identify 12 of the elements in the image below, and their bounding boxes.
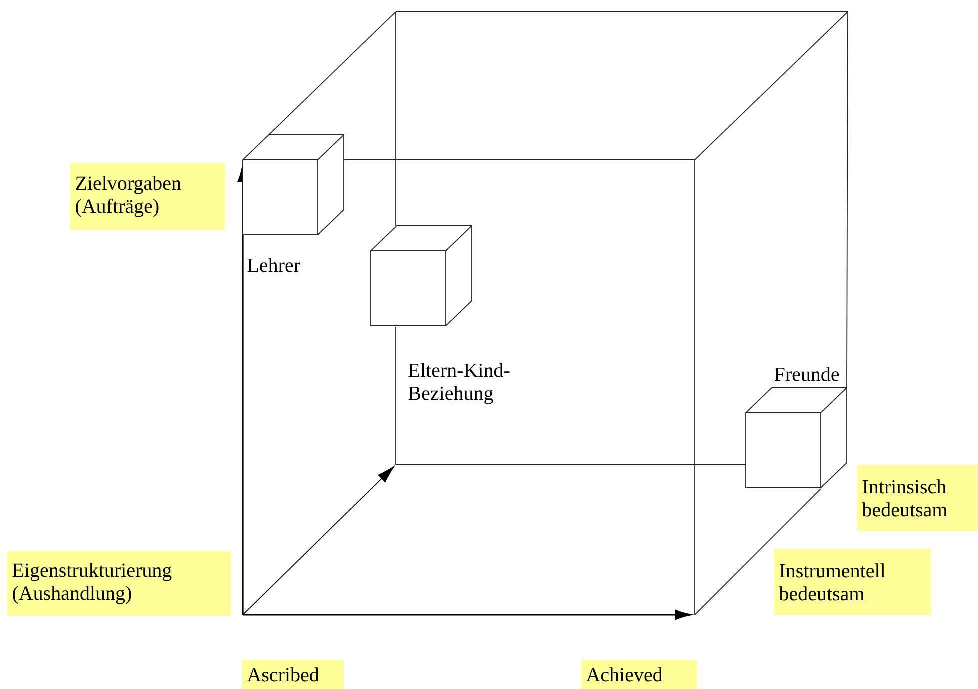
- highlighted-label: Achieved: [581, 660, 698, 689]
- highlighted-label: Ascribed: [242, 660, 344, 689]
- cube-label: Lehrer: [248, 258, 300, 272]
- cube-label: Freunde: [774, 367, 840, 382]
- highlighted-label: Instrumentell bedeutsam: [774, 549, 932, 616]
- cube-symbol: [242, 134, 344, 236]
- cube-symbol: [746, 388, 848, 488]
- highlighted-label: Zielvorgaben (Aufträge): [70, 163, 226, 230]
- cube-label: Eltern-Kind-Beziehung: [408, 363, 510, 404]
- highlighted-label: Intrinsisch bedeutsam: [857, 465, 978, 532]
- highlighted-label: Eigenstrukturierung (Aushandlung): [7, 551, 232, 616]
- cube-symbol: [370, 226, 472, 326]
